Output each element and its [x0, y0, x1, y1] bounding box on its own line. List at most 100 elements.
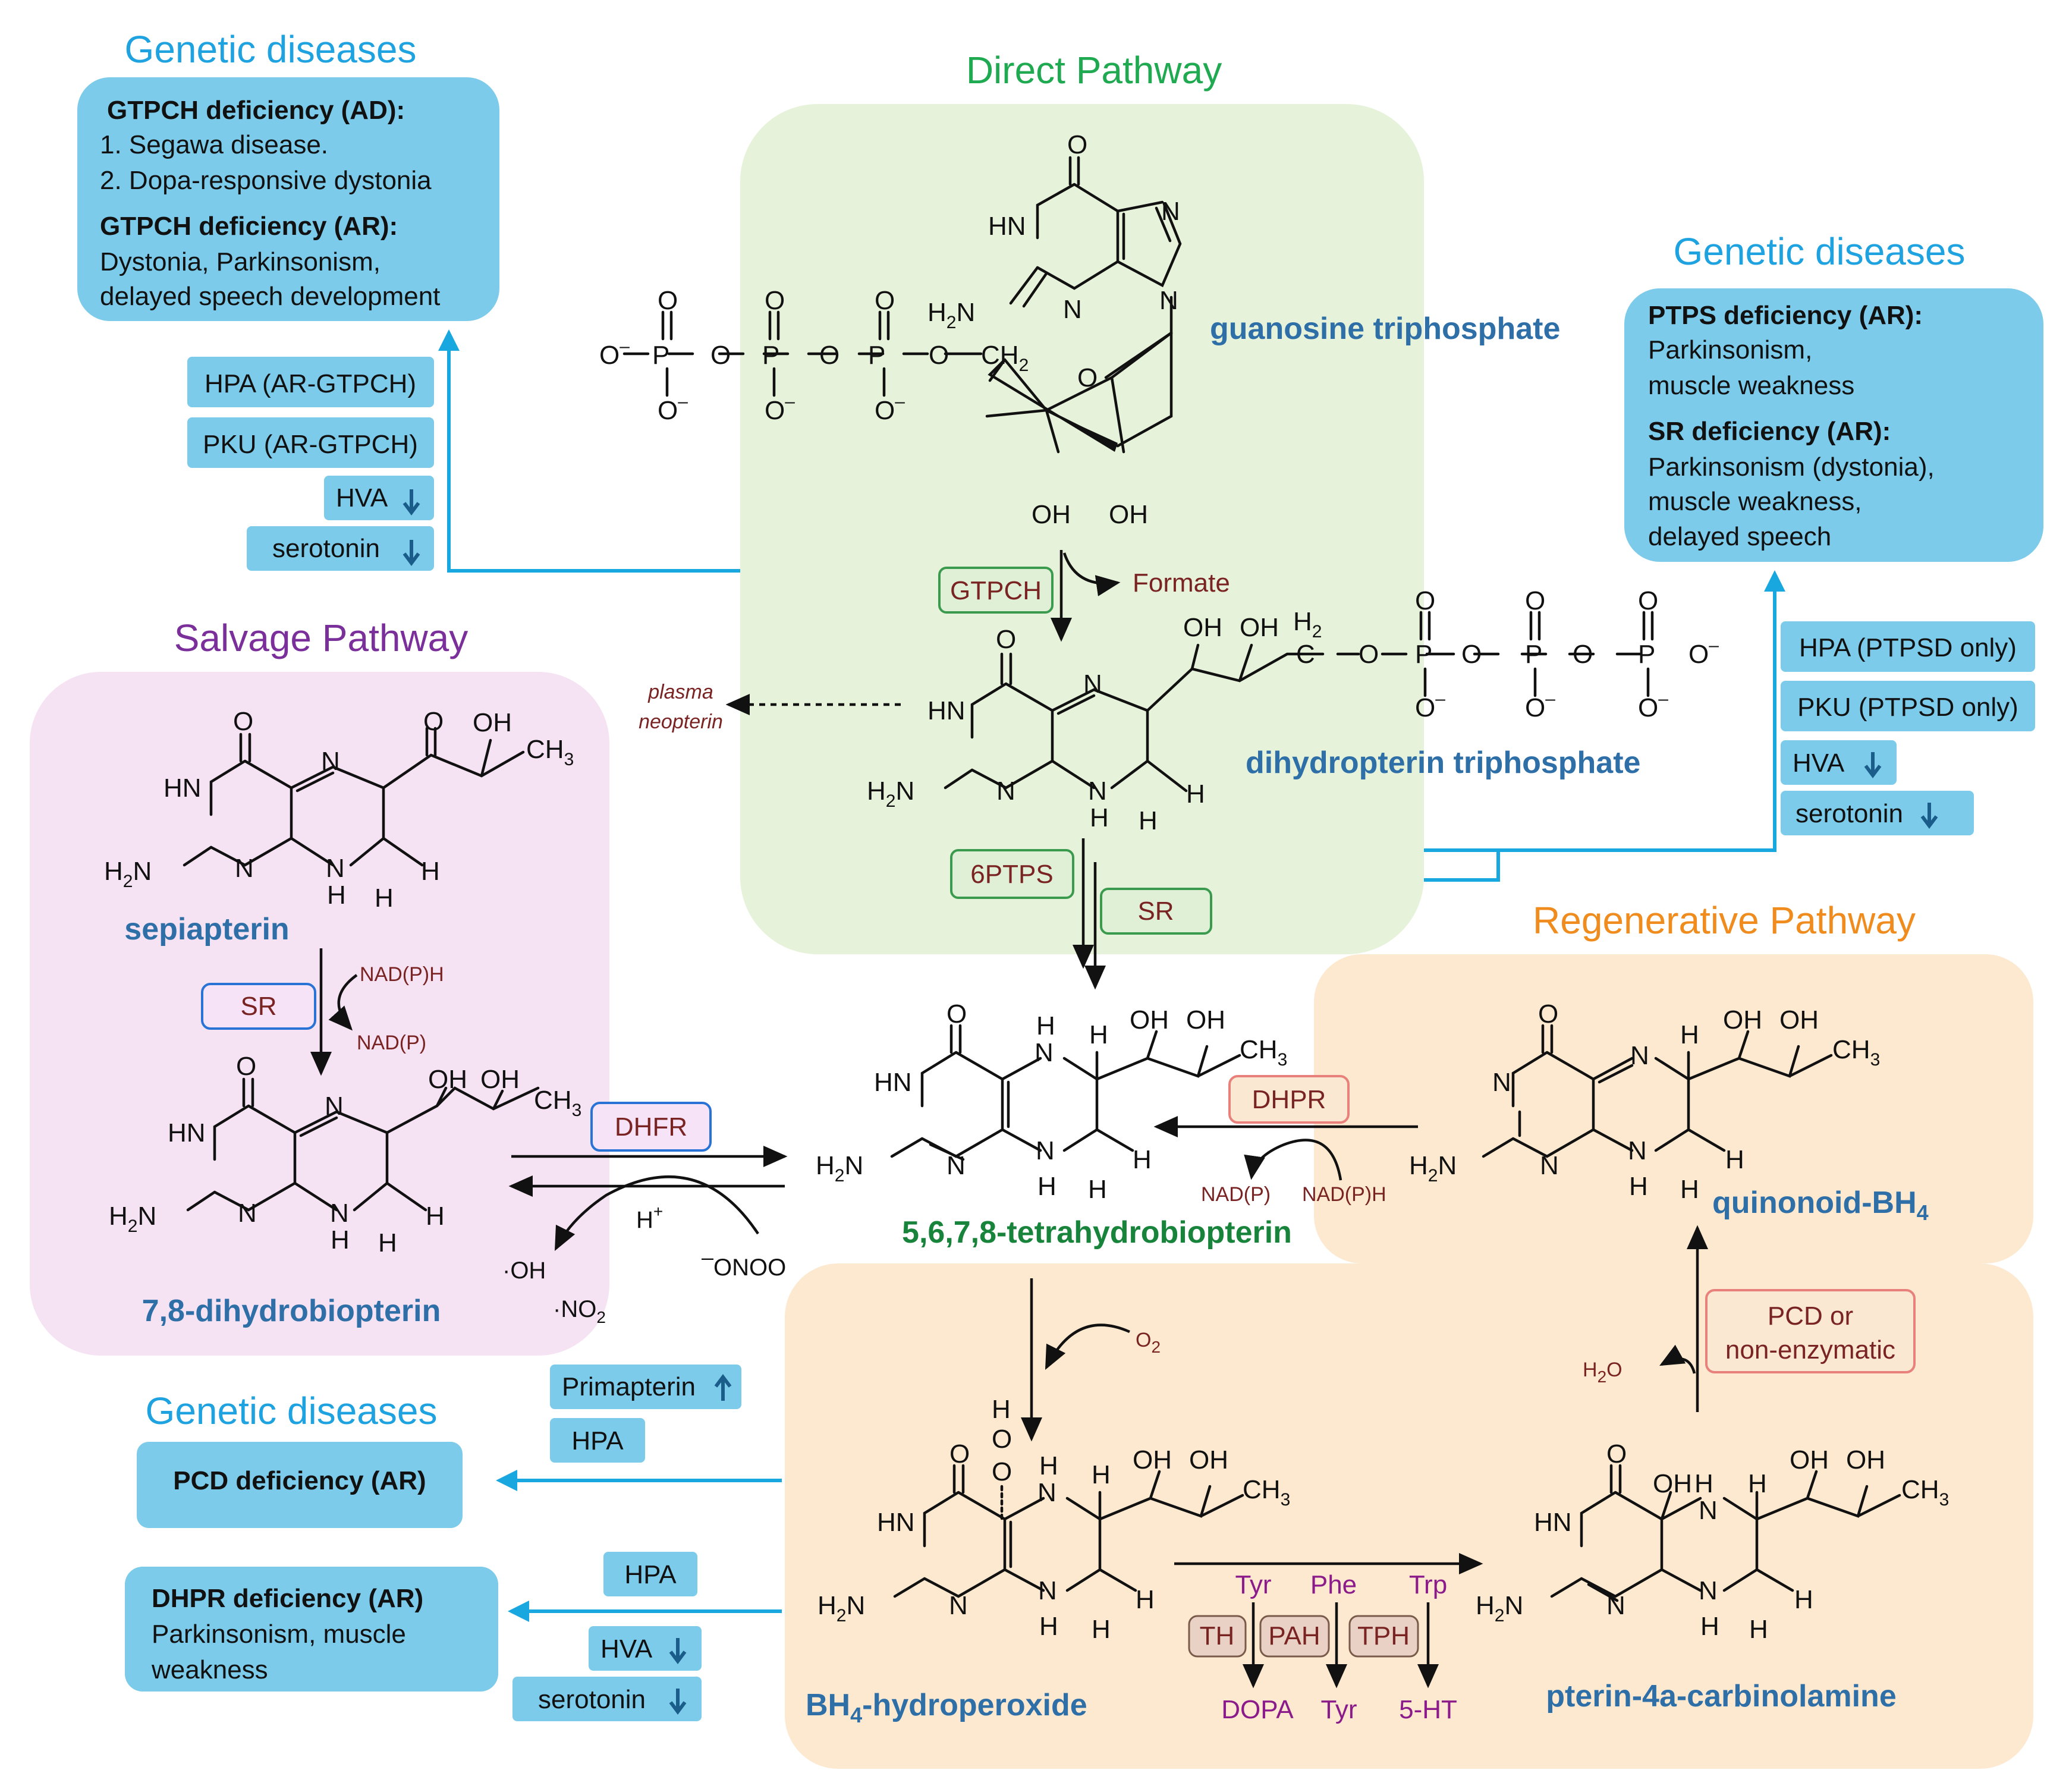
svg-text:OH: OH	[1032, 500, 1071, 529]
dhpr-disease-box	[125, 1567, 498, 1692]
svg-text:OH: OH	[1133, 1445, 1172, 1475]
svg-text:H: H	[1700, 1612, 1719, 1641]
enzyme-pah-text: PAH	[1268, 1621, 1320, 1650]
neopterin-label-2: neopterin	[639, 710, 723, 733]
svg-text:O: O	[1638, 586, 1658, 615]
qbh4-label: quinonoid-BH4	[1712, 1186, 1929, 1225]
regenerative-pathway-title: Regenerative Pathway	[1533, 899, 1916, 942]
svg-text:O: O	[1538, 999, 1558, 1029]
enzyme-6ptps-text: 6PTPS	[970, 860, 1053, 889]
sr-line3: delayed speech	[1648, 522, 1831, 551]
svg-text:OH: OH	[480, 1065, 520, 1094]
svg-text:HN: HN	[927, 696, 966, 725]
svg-text:P: P	[1638, 640, 1655, 669]
svg-text:N: N	[1699, 1576, 1718, 1605]
svg-text:HN: HN	[877, 1508, 915, 1537]
onoo-label: –ONOO	[702, 1245, 786, 1281]
tag-serotonin-ptpsd-text: serotonin	[1796, 799, 1903, 828]
svg-text:OH: OH	[1109, 500, 1148, 529]
direct-pathway-title: Direct Pathway	[966, 49, 1222, 92]
svg-text:OH: OH	[1790, 1445, 1829, 1475]
svg-text:OH: OH	[428, 1065, 467, 1094]
svg-text:H: H	[1136, 1585, 1155, 1614]
tag-hpa-gtpch	[187, 357, 434, 407]
svg-text:O: O	[929, 341, 949, 370]
svg-text:O: O	[710, 341, 731, 370]
enzyme-dhpr-text: DHPR	[1252, 1085, 1326, 1114]
enzyme-dhfr-text: DHFR	[615, 1112, 687, 1142]
svg-text:N: N	[1606, 1591, 1625, 1620]
svg-text:O: O	[875, 286, 895, 315]
svg-text:H: H	[1629, 1172, 1648, 1201]
svg-text:O: O	[423, 707, 444, 736]
tag-hpa-pcd	[550, 1418, 645, 1463]
formate-label: Formate	[1133, 568, 1230, 598]
gtpch-ar-line1: Dystonia, Parkinsonism,	[100, 247, 381, 276]
svg-text:N: N	[330, 1199, 349, 1228]
salvage-pathway-area	[30, 672, 609, 1356]
svg-text:OH: OH	[473, 708, 512, 737]
svg-text:OH: OH	[1189, 1445, 1228, 1475]
tag-hva-dhpr	[589, 1626, 702, 1671]
svg-text:H: H	[1694, 1469, 1713, 1498]
enzyme-pah	[1259, 1615, 1330, 1658]
salvage-nadp-label: NAD(P)	[357, 1032, 426, 1054]
tag-serotonin-dhpr-text: serotonin	[538, 1685, 646, 1714]
peroxynitrite-curve	[554, 1175, 759, 1252]
svg-text:O–: O–	[1415, 689, 1445, 722]
svg-text:OH: OH	[1846, 1445, 1885, 1475]
svg-text:H: H	[1749, 1615, 1768, 1644]
qbh4-structure: O N H OH OH CH3 N H2N N N H H H	[1409, 999, 1880, 1204]
svg-text:HN: HN	[168, 1118, 206, 1147]
svg-text:H: H	[1725, 1145, 1744, 1174]
svg-text:N: N	[1161, 197, 1180, 226]
carbinolamine-label: pterin-4a-carbinolamine	[1546, 1679, 1896, 1714]
svg-text:H: H	[992, 1395, 1011, 1424]
svg-text:N: N	[1630, 1041, 1649, 1070]
pcd-disease-box	[137, 1442, 463, 1528]
svg-text:H: H	[1089, 1020, 1108, 1049]
svg-text:N: N	[321, 747, 340, 776]
down-arrow-icon	[669, 1638, 687, 1664]
formate-curve	[1062, 552, 1121, 596]
ptps-disease-panel: Genetic diseases PTPS deficiency (AR): P…	[1624, 230, 2043, 835]
svg-text:OH: OH	[1653, 1469, 1692, 1498]
enzyme-6ptps	[950, 849, 1074, 899]
tag-hva-gtpch	[324, 476, 434, 520]
dhb-label: 7,8-dihydrobiopterin	[142, 1294, 441, 1328]
svg-text:HN: HN	[874, 1068, 912, 1097]
gtp-structure: O HN N N N H2N O OH OH CH2 O P O P O P O…	[599, 130, 1182, 529]
svg-text:H: H	[375, 884, 394, 913]
svg-text:H: H	[1748, 1469, 1767, 1498]
svg-text:P: P	[1415, 640, 1432, 669]
direct-pathway-area	[740, 104, 1424, 954]
enzyme-sr-direct-text: SR	[1137, 897, 1174, 926]
svg-text:O–: O–	[1525, 689, 1555, 722]
tag-hpa-gtpch-text: HPA (AR-GTPCH)	[205, 369, 416, 398]
svg-text:N: N	[1088, 776, 1107, 806]
genetic-diseases-heading-1: Genetic diseases	[125, 28, 417, 71]
h2o-curve	[1659, 1344, 1696, 1374]
svg-text:H: H	[1680, 1175, 1699, 1204]
enzyme-dhfr	[590, 1102, 712, 1152]
genetic-diseases-heading-3: Genetic diseases	[146, 1389, 438, 1432]
gtpch-ar-line2: delayed speech development	[100, 282, 440, 311]
gtp-label: guanosine triphosphate	[1210, 312, 1560, 346]
product-tyr: Tyr	[1320, 1695, 1357, 1724]
tag-hpa-dhpr	[603, 1552, 697, 1596]
svg-text:O: O	[1077, 363, 1098, 392]
svg-text:OH: OH	[1130, 1005, 1169, 1035]
svg-text:H: H	[1037, 1172, 1056, 1201]
enzyme-sr-salvage	[201, 983, 316, 1030]
dhnp-structure: O HN N H2N N N H H H OH OH H2 C O P O P …	[867, 586, 1719, 835]
enzyme-th	[1188, 1615, 1247, 1658]
svg-text:O: O	[1067, 130, 1087, 159]
product-5ht: 5-HT	[1399, 1695, 1457, 1724]
svg-text:H: H	[1092, 1460, 1111, 1489]
svg-text:H: H	[378, 1228, 397, 1257]
dhpr-disease-panel: DHPR deficiency (AR) Parkinsonism, muscl…	[125, 1552, 702, 1721]
gtpch-disease-box	[77, 77, 499, 321]
enzyme-sr-salvage-text: SR	[240, 992, 276, 1021]
gtpch-disease-connector	[438, 329, 740, 573]
